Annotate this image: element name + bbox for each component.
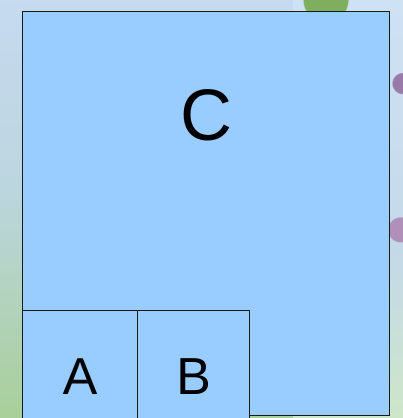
box-b: B: [137, 310, 250, 418]
box-a-label: A: [23, 351, 137, 403]
box-b-label: B: [138, 351, 249, 403]
box-c-label: C: [23, 80, 389, 152]
box-c: C A B: [22, 11, 390, 416]
box-a: A: [22, 310, 138, 418]
